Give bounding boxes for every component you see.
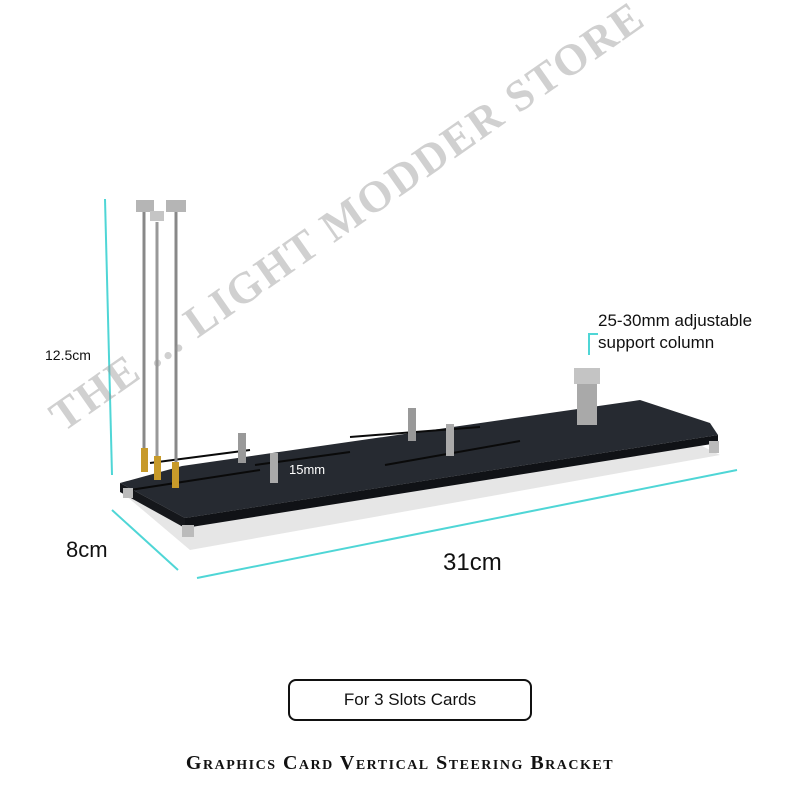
slots-badge-text: For 3 Slots Cards bbox=[343, 690, 477, 709]
depth-dimension-line bbox=[111, 509, 179, 571]
support-column bbox=[577, 383, 597, 425]
brass-standoff bbox=[154, 456, 161, 480]
slot bbox=[149, 449, 251, 464]
height-dimension-line bbox=[104, 198, 113, 476]
height-label: 12.5cm bbox=[45, 347, 91, 363]
rod-knob bbox=[166, 200, 186, 212]
slots-badge: For 3 Slots Cards bbox=[288, 679, 532, 721]
depth-label: 8cm bbox=[66, 537, 108, 562]
foot bbox=[709, 441, 719, 453]
plate-edge-side bbox=[185, 435, 718, 528]
foot bbox=[123, 488, 133, 498]
brass-standoff bbox=[141, 448, 148, 472]
plate-reflection bbox=[125, 445, 720, 550]
post bbox=[408, 408, 416, 441]
support-label-line1: 25-30mm adjustable bbox=[598, 311, 753, 330]
width-label: 31cm bbox=[443, 549, 502, 576]
slot-spacing-label: 15mm bbox=[289, 462, 326, 477]
rod-knob bbox=[136, 200, 154, 212]
width-dimension-line bbox=[196, 469, 738, 579]
brass-standoff bbox=[172, 462, 179, 488]
rod-knob bbox=[150, 211, 164, 221]
foot bbox=[182, 525, 194, 537]
slot bbox=[129, 469, 261, 491]
product-caption: Graphics Card Vertical Steering Bracket bbox=[185, 752, 615, 774]
support-callout-line bbox=[588, 333, 598, 355]
plate-edge-front bbox=[120, 483, 185, 528]
post bbox=[270, 453, 278, 483]
support-column-knob bbox=[574, 368, 600, 384]
post bbox=[446, 424, 454, 456]
post bbox=[238, 433, 246, 463]
support-label-line2: support column bbox=[598, 333, 715, 352]
support-column-label: 25-30mm adjustable support column bbox=[598, 310, 752, 354]
